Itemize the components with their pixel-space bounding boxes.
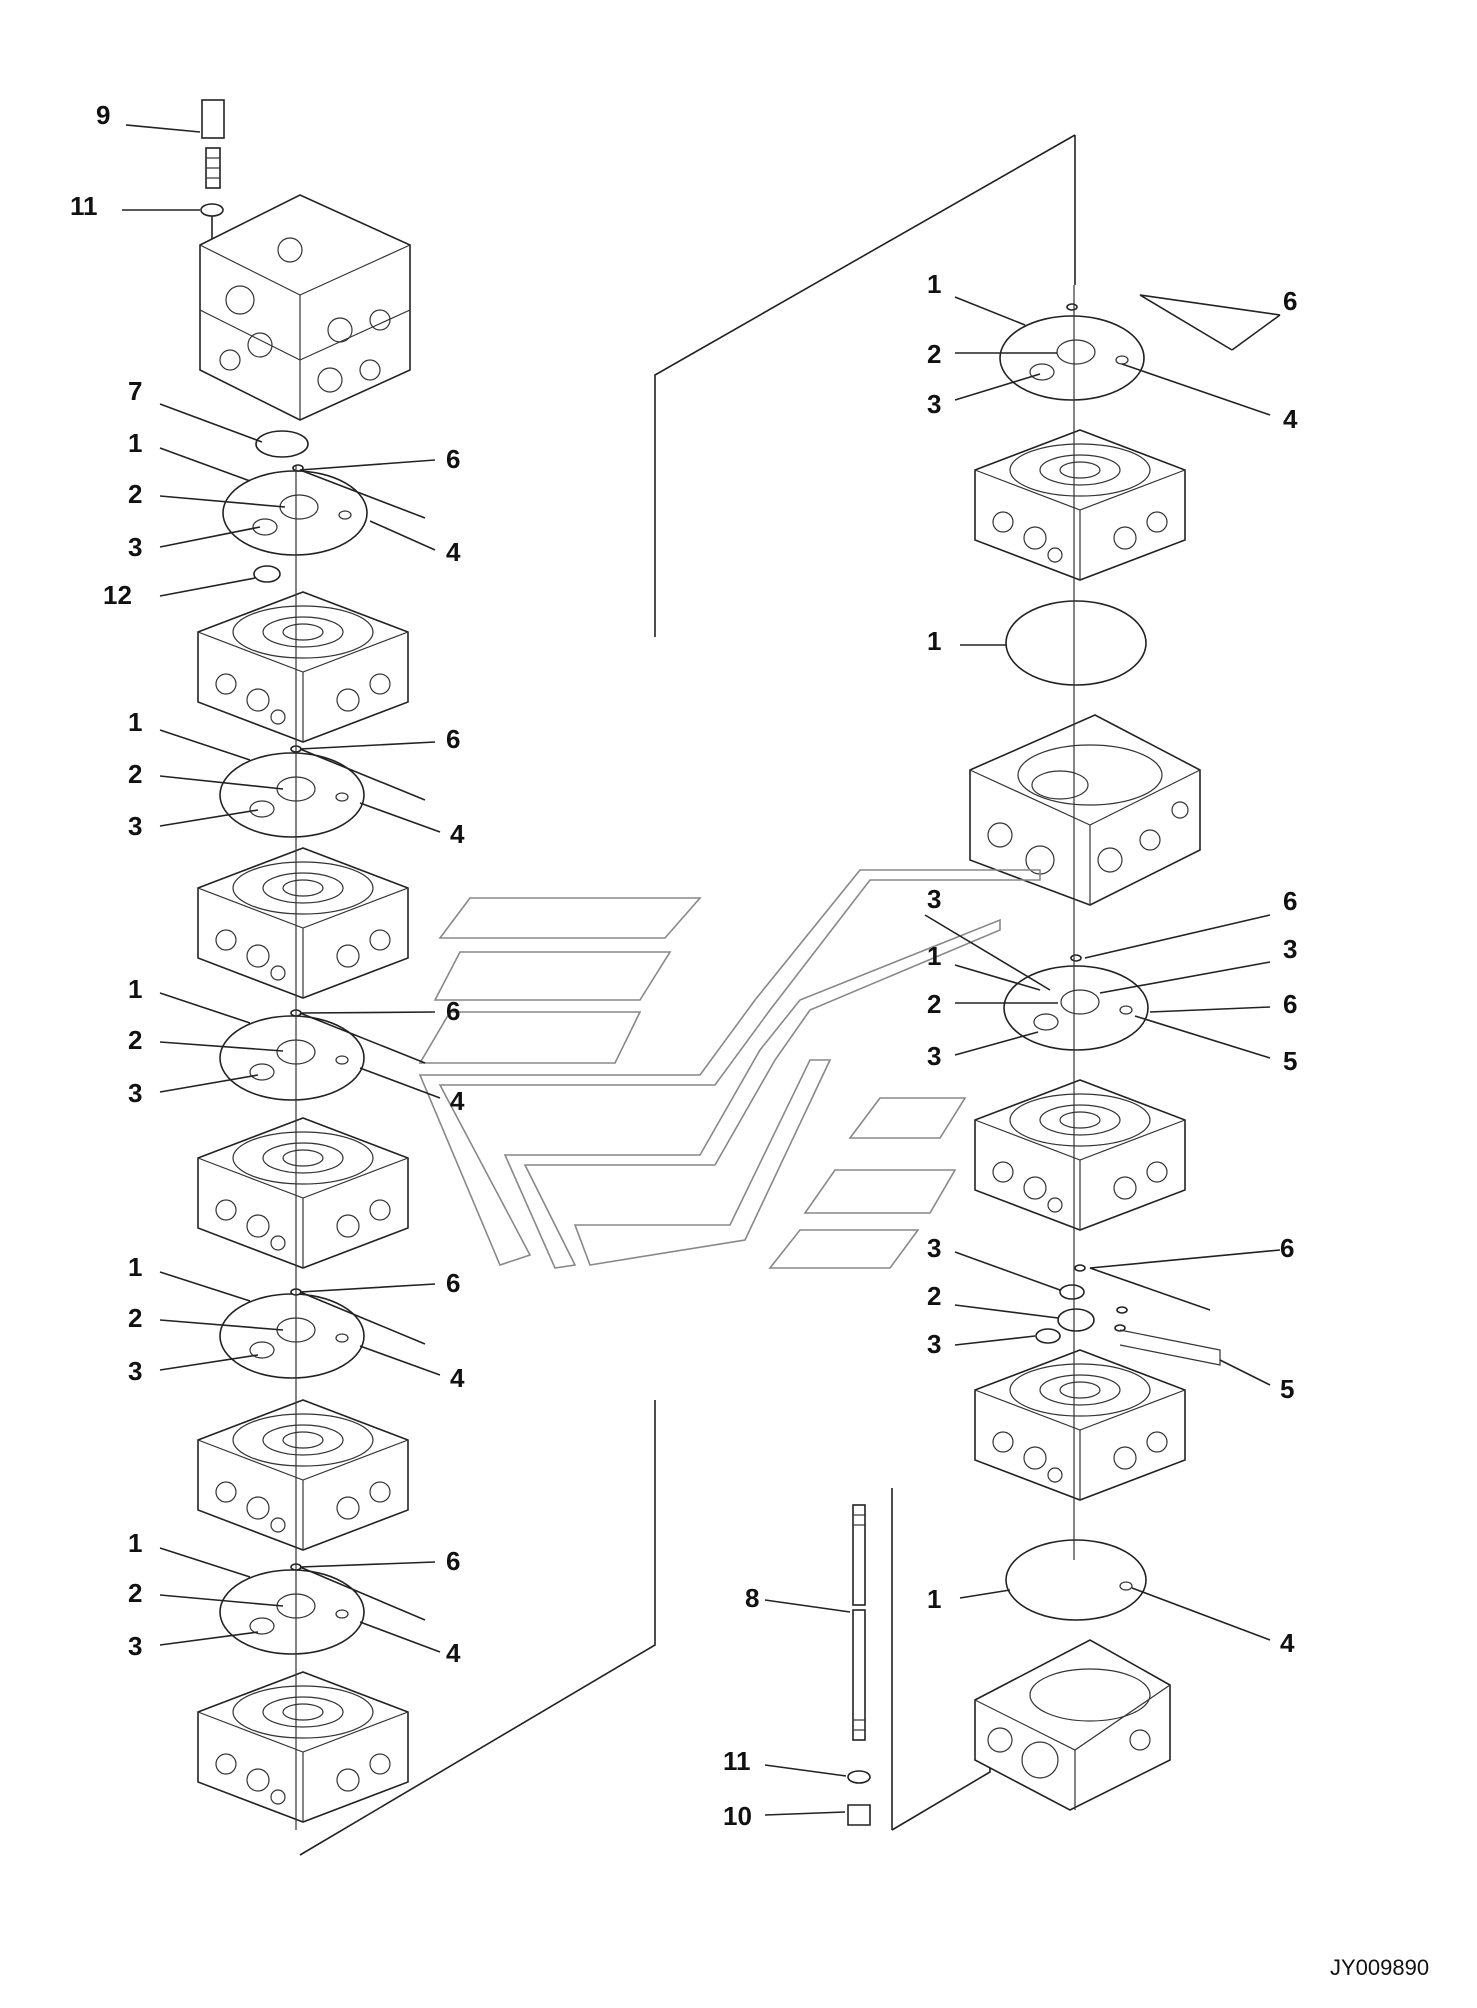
callout-5: 5	[1280, 1374, 1294, 1404]
callout-1: 1	[128, 1252, 142, 1282]
callout-2: 2	[927, 1281, 941, 1311]
callout-3: 3	[927, 1233, 941, 1263]
callout-1: 1	[128, 1528, 142, 1558]
callout-2: 2	[927, 989, 941, 1019]
callout-1: 1	[927, 1584, 941, 1614]
callout-9: 9	[96, 100, 110, 130]
callout-5: 5	[1283, 1046, 1297, 1076]
callout-3: 3	[128, 1631, 142, 1661]
callout-1: 1	[927, 269, 941, 299]
callout-3: 3	[927, 1041, 941, 1071]
callout-4: 4	[446, 1638, 461, 1668]
callout-4: 4	[450, 1363, 465, 1393]
connector-lines	[299, 134, 1076, 1856]
callout-8: 8	[745, 1583, 759, 1613]
callout-labels: 9 11 7 1 2 3 12 6 4 1 2 3 6 4 1 2 3 6 4 …	[70, 100, 1298, 1831]
callout-2: 2	[128, 759, 142, 789]
bolt-part	[201, 99, 225, 189]
callout-2: 2	[128, 1025, 142, 1055]
gasket-part	[1005, 600, 1147, 686]
callout-4: 4	[450, 1086, 465, 1116]
large-valve-block	[969, 714, 1201, 906]
callout-10: 10	[723, 1801, 752, 1831]
callout-2: 2	[128, 1303, 142, 1333]
callout-4: 4	[446, 537, 461, 567]
callout-3: 3	[128, 811, 142, 841]
callout-1: 1	[927, 941, 941, 971]
callout-7: 7	[128, 376, 142, 406]
callout-3: 3	[128, 1078, 142, 1108]
left-stack	[197, 99, 411, 1830]
callout-6: 6	[446, 1268, 460, 1298]
top-valve-block	[199, 194, 411, 421]
callout-2: 2	[927, 339, 941, 369]
callout-1: 1	[128, 974, 142, 1004]
watermark-logo	[418, 869, 1041, 1269]
end-cover-block	[974, 1639, 1171, 1811]
callout-6: 6	[1280, 1233, 1294, 1263]
callout-4: 4	[450, 819, 465, 849]
callout-6: 6	[1283, 286, 1297, 316]
document-id: JY009890	[1330, 1955, 1429, 1980]
right-stack	[847, 285, 1221, 1826]
callout-3: 3	[128, 532, 142, 562]
callout-11: 11	[723, 1746, 751, 1776]
callout-6: 6	[446, 996, 460, 1026]
seal-ring-part	[253, 565, 281, 583]
callout-11: 11	[70, 191, 98, 221]
callout-1: 1	[927, 626, 941, 656]
callout-12: 12	[103, 580, 132, 610]
callout-3: 3	[927, 389, 941, 419]
rod-washer-part	[847, 1770, 871, 1784]
callout-3: 3	[927, 1329, 941, 1359]
leader-lines	[122, 124, 1281, 1816]
o-ring-part	[255, 430, 309, 458]
callout-6: 6	[446, 1546, 460, 1576]
callout-4: 4	[1280, 1628, 1295, 1658]
tie-rod-part	[852, 1504, 866, 1741]
callout-6: 6	[446, 444, 460, 474]
end-gasket-part	[1005, 1539, 1147, 1621]
callout-6: 6	[1283, 886, 1297, 916]
washer-part	[200, 203, 224, 217]
callout-3: 3	[1283, 934, 1297, 964]
callout-6: 6	[446, 724, 460, 754]
callout-6: 6	[1283, 989, 1297, 1019]
nut-part	[847, 1804, 871, 1826]
callout-3: 3	[927, 884, 941, 914]
callout-1: 1	[128, 707, 142, 737]
callout-1: 1	[128, 428, 142, 458]
callout-3: 3	[128, 1356, 142, 1386]
callout-4: 4	[1283, 404, 1298, 434]
callout-2: 2	[128, 1578, 142, 1608]
callout-2: 2	[128, 479, 142, 509]
